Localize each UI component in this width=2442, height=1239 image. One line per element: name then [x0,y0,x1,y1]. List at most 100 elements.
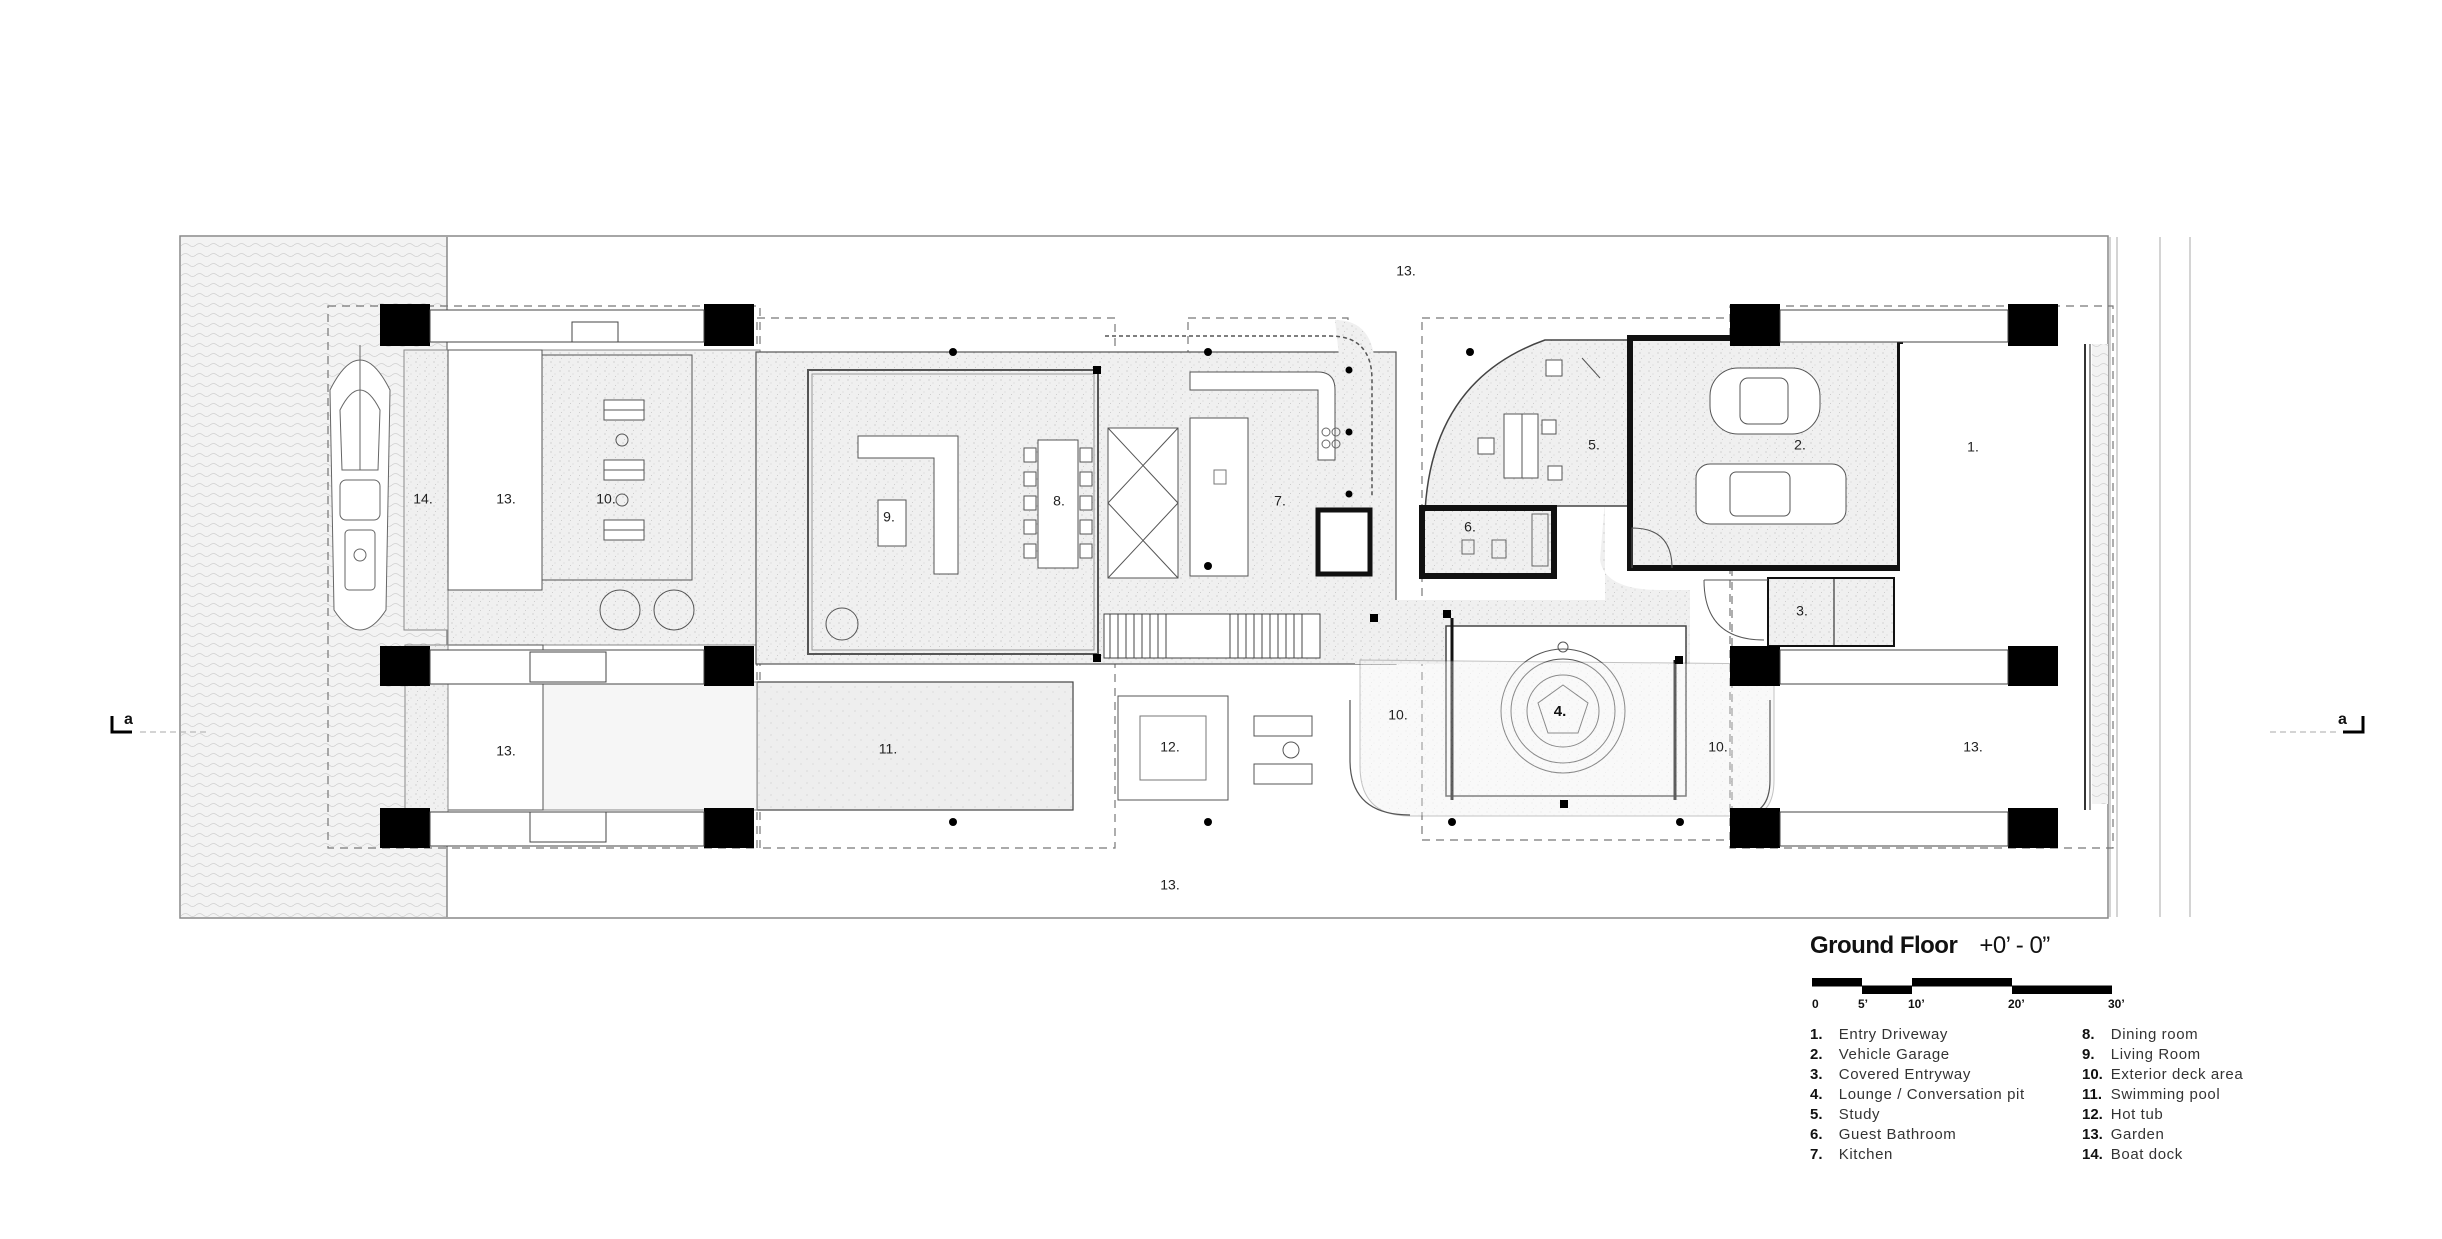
legend-item: 6. Guest Bathroom [1810,1125,2025,1145]
legend-item-number: 11. [2082,1086,2103,1103]
room-label-7: 7. [1274,493,1286,509]
room-label-5: 5. [1588,437,1600,453]
scale-segment [2012,986,2112,994]
scale-tick-label: 0 [1812,997,1819,1011]
legend-item-label: Swimming pool [2106,1086,2221,1103]
legend-item: 14. Boat dock [2082,1145,2243,1165]
legend-item: 8. Dining room [2082,1025,2243,1045]
room-label-4: 4. [1554,703,1567,720]
swimming-pool [756,681,1074,811]
room-label-13-bottom: 13. [1160,877,1179,893]
kitchen-island [1189,417,1249,577]
west-lawn [447,349,543,591]
room-label-13c: 13. [1963,739,1982,755]
dining-table [1023,439,1093,569]
legend-item-number: 7. [1810,1146,1823,1163]
legend-item-label: Boat dock [2106,1146,2183,1163]
floor-name: Ground Floor [1810,932,1958,959]
section-label-right: a [2338,711,2347,728]
legend-item-label: Lounge / Conversation pit [1834,1086,2025,1103]
scale-tick-label: 10’ [1908,997,1925,1011]
room-label-9: 9. [883,509,895,525]
pool-step-area [542,681,758,811]
floor-elevation: +0’ - 0” [1979,932,2050,959]
water-area [181,237,447,917]
section-label-left: a [124,711,133,728]
scale-segments [1812,978,2112,994]
room-label-3: 3. [1796,603,1808,619]
legend-item-number: 12. [2082,1106,2103,1123]
structural-columns [380,304,2058,848]
legend-item: 9. Living Room [2082,1045,2243,1065]
boat-icon [329,345,391,631]
legend-item-label: Study [1834,1106,1881,1123]
void-opening [1107,427,1179,579]
legend-item-number: 2. [1810,1046,1823,1063]
scale-tick-label: 30’ [2108,997,2125,1011]
legend-item: 5. Study [1810,1105,2025,1125]
room-label-13a: 13. [496,491,515,507]
legend-item-number: 6. [1810,1126,1823,1143]
scale-segment [1812,978,1862,986]
scale-segment [1912,978,2012,986]
scale-segment [1862,986,1912,994]
kitchen-pantry [1315,507,1373,577]
room-label-8: 8. [1053,493,1065,509]
car-icon [1695,367,1847,525]
legend-title: Ground Floor +0’ - 0” [1810,932,2050,960]
legend-item-number: 13. [2082,1126,2103,1143]
study-desk [1477,357,1601,481]
room-label-14: 14. [413,491,432,507]
hot-tub [1117,695,1229,801]
legend-item-label: Garden [2106,1126,2165,1143]
legend-item-label: Guest Bathroom [1834,1126,1957,1143]
scale-tick-label: 20’ [2008,997,2025,1011]
legend-item-label: Kitchen [1834,1146,1893,1163]
entry-driveway [1900,344,2100,644]
room-label-1: 1. [1967,439,1979,455]
room-label-6: 6. [1464,519,1476,535]
legend-item-label: Entry Driveway [1834,1026,1949,1043]
room-label-13b: 13. [496,743,515,759]
living-dining-enclosure [807,369,1099,655]
room-label-13-top: 13. [1396,263,1415,279]
section-marker-right: a [2270,711,2365,734]
legend-item-label: Living Room [2106,1046,2201,1063]
legend-item-number: 14. [2082,1146,2103,1163]
legend-item-number: 9. [2082,1046,2095,1063]
legend-item-number: 1. [1810,1026,1823,1043]
east-deck-south [1359,659,1775,817]
covered-entryway [1767,577,1895,647]
legend-item: 13. Garden [2082,1125,2243,1145]
room-label-10c: 10. [1708,739,1727,755]
legend-item-number: 10. [2082,1066,2103,1083]
legend-item: 11. Swimming pool [2082,1085,2243,1105]
legend-item: 1. Entry Driveway [1810,1025,2025,1045]
legend-item-label: Dining room [2106,1026,2199,1043]
kitchen-counter [1189,371,1336,461]
legend-item: 2. Vehicle Garage [1810,1045,2025,1065]
posts [949,348,1684,826]
room-label-2: 2. [1794,437,1806,453]
lounge-chairs [1253,715,1313,785]
room-label-10a: 10. [596,491,615,507]
legend-item: 4. Lounge / Conversation pit [1810,1085,2025,1105]
sofa [825,435,959,641]
legend-item-label: Vehicle Garage [1834,1046,1950,1063]
section-marker-left: a [110,711,210,734]
room-label-11: 11. [879,741,897,757]
legend-item: 7. Kitchen [1810,1145,2025,1165]
legend-item-number: 5. [1810,1106,1823,1123]
sun-loungers [599,399,695,631]
legend-item-number: 8. [2082,1026,2095,1043]
legend-item-number: 3. [1810,1066,1823,1083]
legend-item: 3. Covered Entryway [1810,1065,2025,1085]
legend-item: 12. Hot tub [2082,1105,2243,1125]
legend-item-label: Covered Entryway [1834,1066,1971,1083]
